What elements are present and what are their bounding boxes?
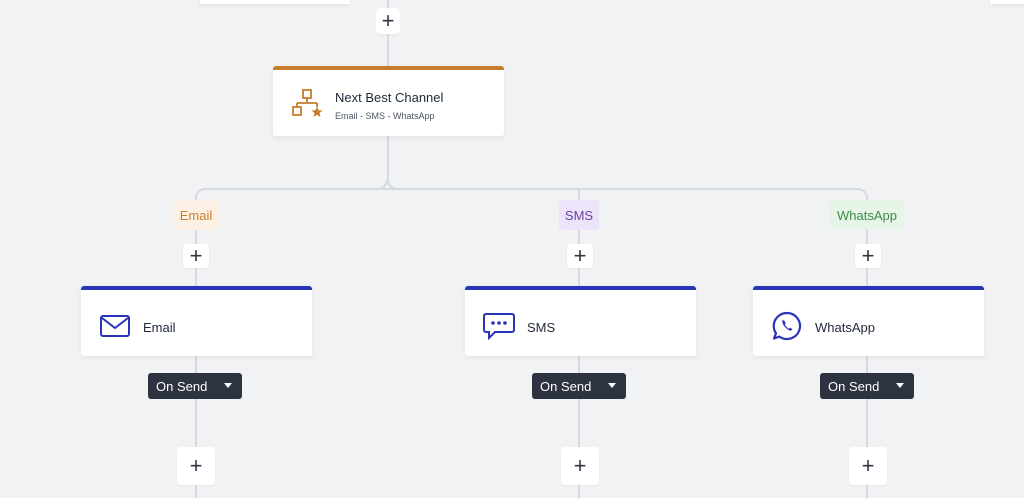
- sms-trigger-label: On Send: [540, 378, 592, 394]
- branch-label-email: Email: [173, 200, 219, 230]
- add-step-button-whatsapp-bottom[interactable]: +: [849, 447, 887, 485]
- next-best-channel-node[interactable]: Next Best Channel Email - SMS - WhatsApp: [273, 66, 504, 136]
- whatsapp-trigger-label: On Send: [828, 378, 880, 394]
- add-step-button-email[interactable]: +: [183, 244, 209, 268]
- add-step-button-email-bottom[interactable]: +: [177, 447, 215, 485]
- whatsapp-node[interactable]: WhatsApp: [753, 286, 984, 356]
- connector-branch-left-curve: [195, 188, 205, 198]
- branch-label-sms: SMS: [559, 200, 599, 230]
- connector-branch-right-curve: [858, 188, 868, 198]
- chevron-down-icon: [224, 383, 232, 388]
- add-step-button-top[interactable]: +: [376, 8, 400, 34]
- add-step-button-sms[interactable]: +: [567, 244, 593, 268]
- sms-node[interactable]: SMS: [465, 286, 696, 356]
- add-step-button-whatsapp[interactable]: +: [855, 244, 881, 268]
- decision-title: Next Best Channel: [335, 90, 444, 105]
- email-trigger-dropdown[interactable]: On Send: [148, 373, 242, 399]
- branch-label-whatsapp: WhatsApp: [830, 200, 904, 230]
- whatsapp-node-title: WhatsApp: [815, 320, 875, 335]
- connector-junction-right: [387, 180, 397, 190]
- connector-branch-horizontal: [204, 188, 860, 190]
- sms-trigger-dropdown[interactable]: On Send: [532, 373, 626, 399]
- email-node-title: Email: [143, 320, 176, 335]
- chat-bubble-icon: [483, 313, 515, 340]
- whatsapp-icon: [772, 311, 802, 341]
- sms-node-title: SMS: [527, 320, 556, 335]
- chevron-down-icon: [608, 383, 616, 388]
- whatsapp-trigger-dropdown[interactable]: On Send: [820, 373, 914, 399]
- decision-subtitle: Email - SMS - WhatsApp: [335, 111, 435, 121]
- email-trigger-label: On Send: [156, 378, 208, 394]
- channel-decision-icon: [292, 89, 323, 117]
- previous-node-fragment-right: [990, 0, 1024, 4]
- chevron-down-icon: [896, 383, 904, 388]
- add-step-button-sms-bottom[interactable]: +: [561, 447, 599, 485]
- envelope-icon: [100, 315, 130, 337]
- previous-node-fragment-left: [200, 0, 350, 4]
- email-node[interactable]: Email: [81, 286, 312, 356]
- connector-decision-down: [387, 136, 389, 182]
